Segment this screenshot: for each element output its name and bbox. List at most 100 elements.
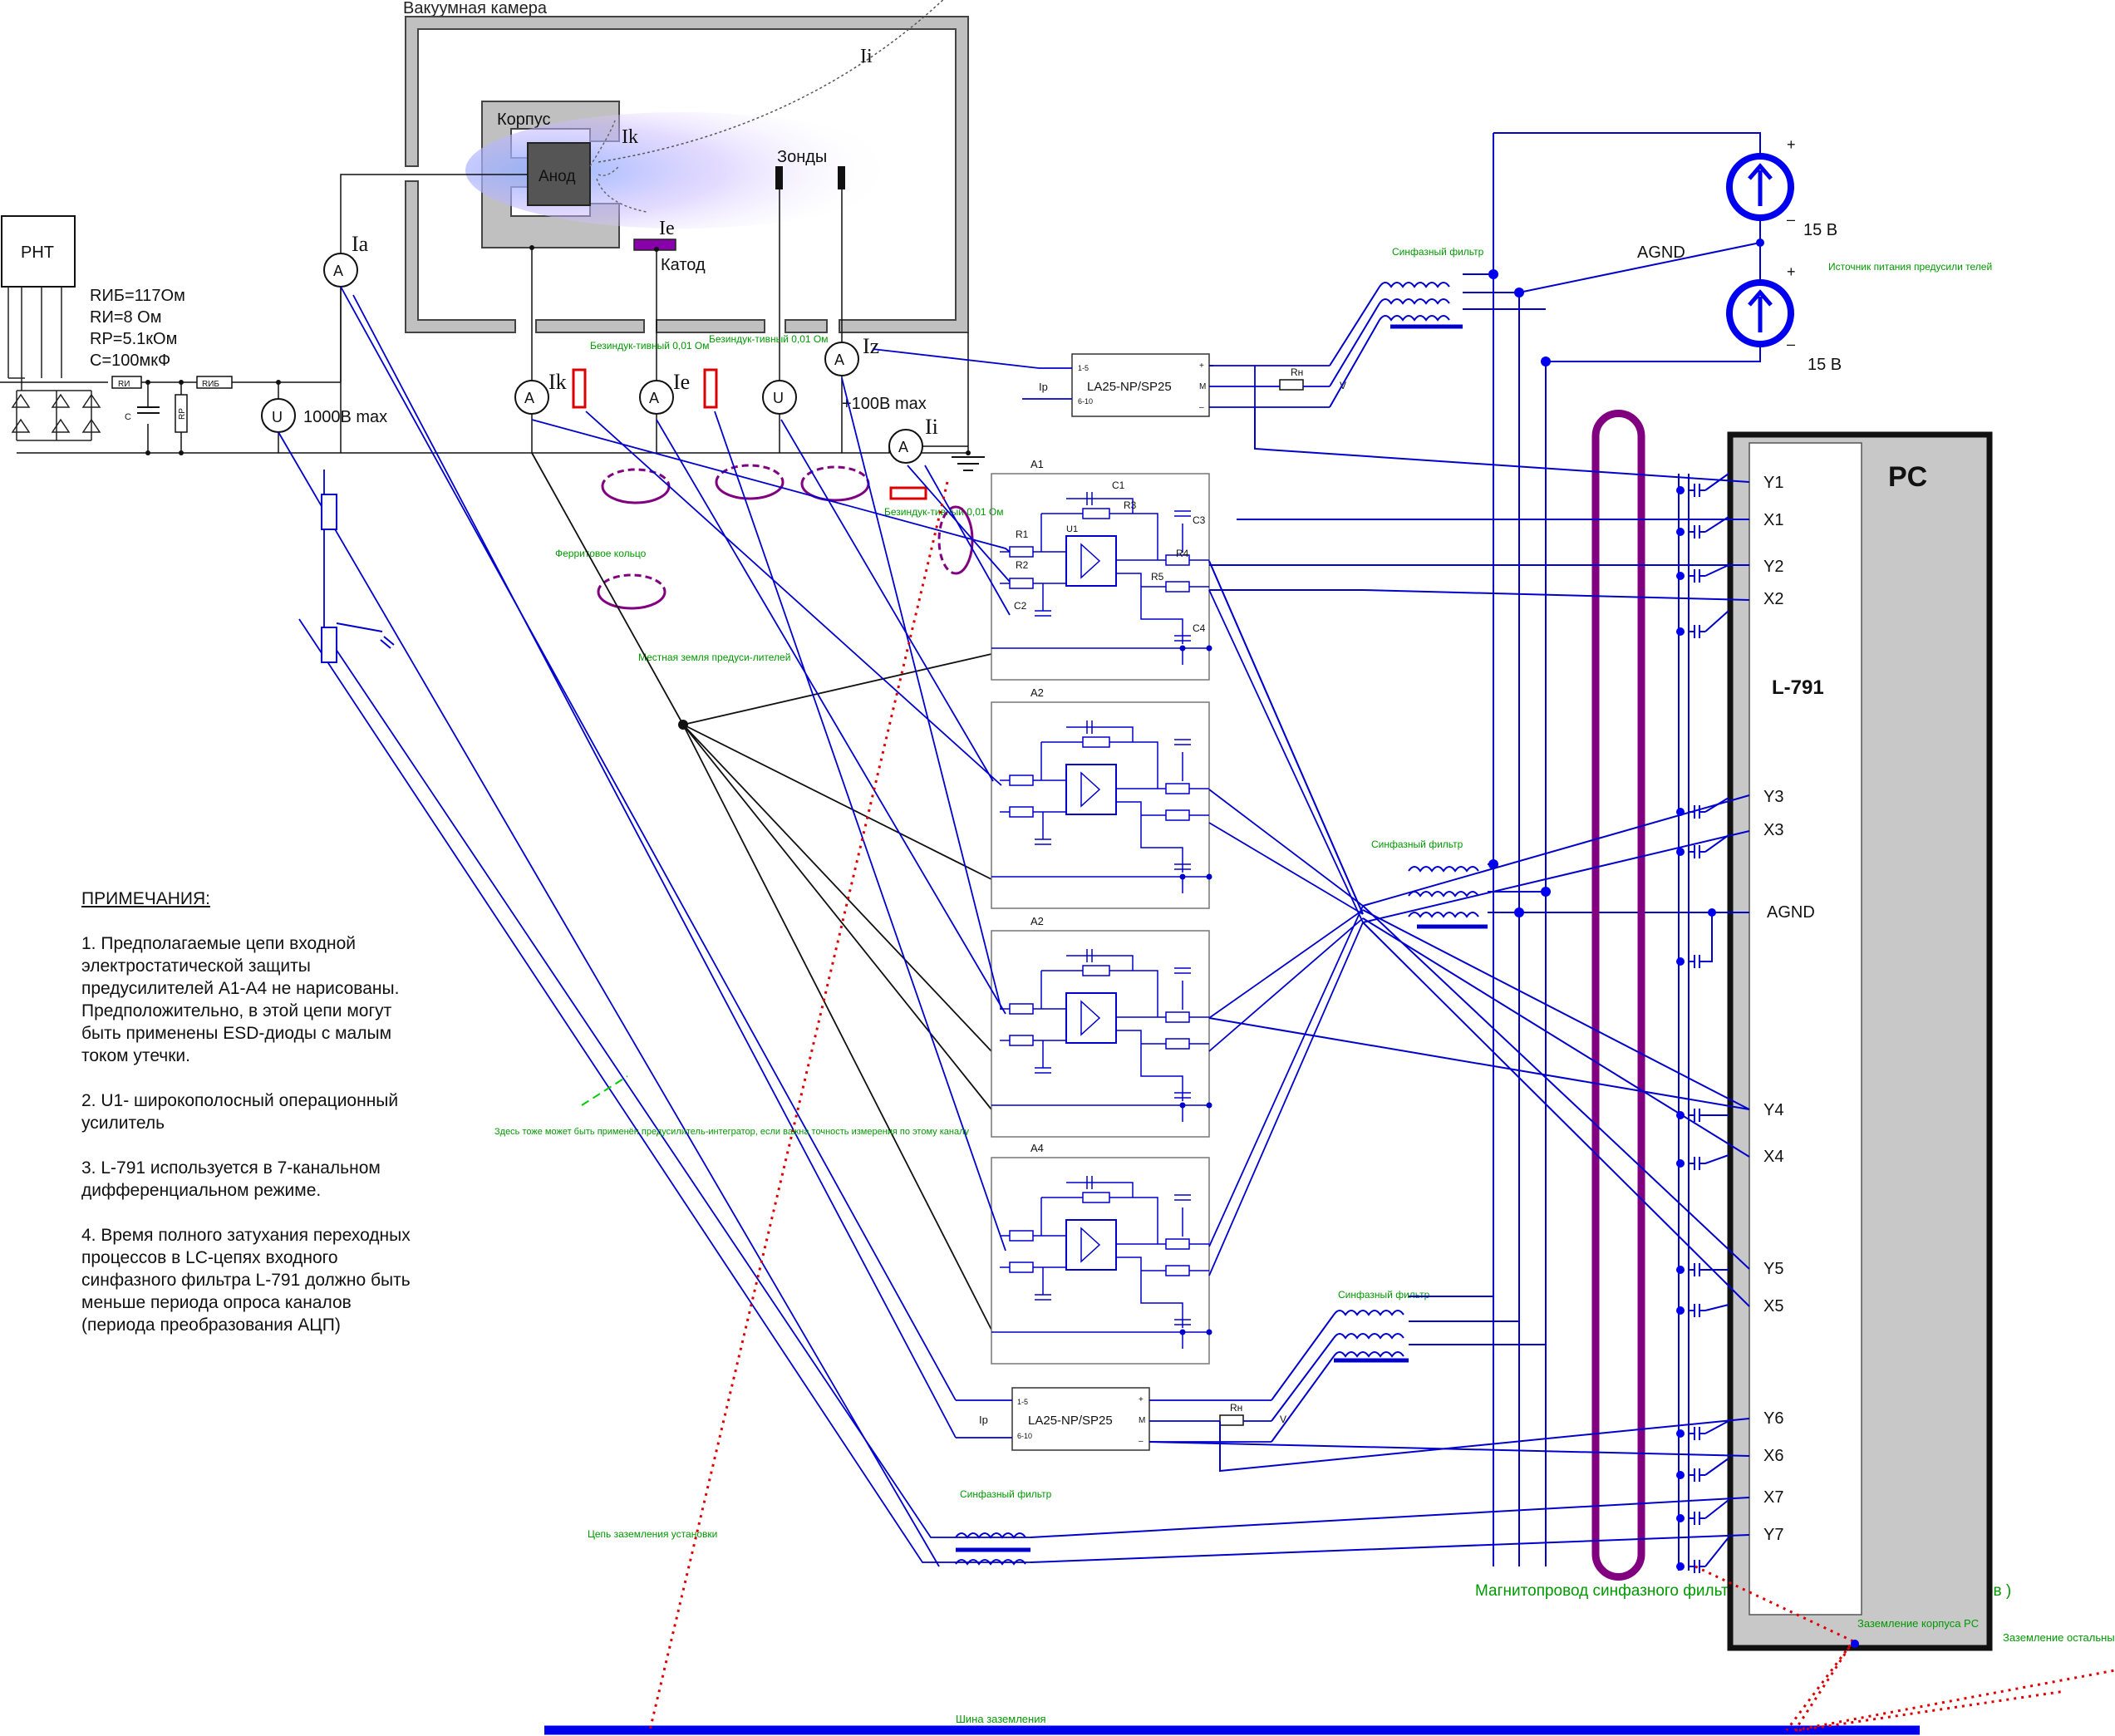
pc-title: PC [1888, 461, 1927, 493]
l791-panel [1749, 442, 1862, 1616]
svg-text:+: + [1787, 136, 1796, 153]
r1-label: R1 [1016, 529, 1029, 540]
v2-label: V [1280, 1414, 1286, 1425]
svg-text:–: – [1199, 403, 1204, 412]
ch-x4: X4 [1763, 1148, 1783, 1166]
shunt3-label: Безиндук-тивный 0,01 Ом [884, 506, 1004, 518]
voltmeter-u: U [272, 409, 283, 425]
ch-x6: X6 [1763, 1447, 1783, 1465]
cathode-label: Катод [661, 256, 706, 274]
preamp-a1 [991, 473, 1213, 681]
supply-source-1 [1726, 153, 1794, 221]
svg-text:Ip: Ip [979, 1414, 988, 1426]
ch-y3: Y3 [1763, 788, 1783, 806]
ground-install-label: Цепь заземления установки [588, 1528, 717, 1540]
c3-label: C3 [1193, 514, 1206, 526]
ground-bus-label: Шина заземления [956, 1713, 1046, 1725]
svg-text:A: A [898, 439, 908, 455]
magnetic-core [1591, 410, 1645, 1581]
sensor1-model: LA25-NP/SP25 [1087, 380, 1172, 394]
probes-label: Зонды [777, 148, 827, 166]
param-ri: RИ=8 Ом [90, 308, 161, 327]
ik-chamber-label: Ik [622, 126, 638, 148]
svg-text:1-5: 1-5 [1017, 1398, 1028, 1406]
notes-header: ПРИМЕЧАНИЯ: [81, 889, 210, 908]
c4-label: C4 [1193, 622, 1206, 634]
c1-label: C1 [1112, 479, 1125, 491]
ie-meter: A [639, 380, 674, 415]
param-rib: RИБ=117Ом [90, 287, 185, 305]
plus100-label: +100В max [842, 395, 927, 413]
supply-source-2 [1726, 279, 1794, 347]
svg-text:–: – [1787, 211, 1795, 228]
ch-y7: Y7 [1763, 1526, 1783, 1544]
l791-title: L-791 [1772, 676, 1824, 699]
chamber-wall-top [405, 16, 969, 333]
svg-text:6-10: 6-10 [1017, 1432, 1032, 1440]
ii-meter: A [888, 429, 923, 464]
param-c: C=100мкФ [90, 352, 170, 370]
svg-text:–: – [1139, 1437, 1144, 1446]
pht-box [1, 215, 76, 288]
ch-x1: X1 [1763, 511, 1783, 529]
r4-label: R4 [1176, 548, 1189, 559]
supply-label: Источник питания предусили телей [1828, 261, 1992, 273]
ia-meter-a: A [333, 263, 343, 279]
note-2: 2. U1- широкополосный операционный усили… [81, 1091, 399, 1133]
a4-label: A4 [1030, 1142, 1044, 1154]
supply-agnd: AGND [1637, 243, 1685, 262]
ferrite-label: Ферритовое кольцо [555, 548, 647, 559]
ia-label: Ia [352, 232, 369, 256]
pht-label: РНТ [21, 243, 54, 262]
svg-text:A: A [834, 352, 844, 368]
ie-label: Ie [673, 370, 690, 394]
ch-x5: X5 [1763, 1297, 1783, 1316]
housing-label: Корпус [497, 111, 551, 129]
ii-label: Ii [925, 415, 938, 439]
note-3: 3. L-791 используется в 7-канальном дифф… [81, 1158, 381, 1200]
sensor2-model: LA25-NP/SP25 [1028, 1414, 1113, 1428]
ch-agnd: AGND [1767, 903, 1815, 922]
chamber-title: Вакуумная камера [403, 0, 548, 17]
svg-text:+: + [1787, 263, 1796, 280]
svg-text:A: A [524, 390, 534, 406]
shunt2-label: Безиндук-тивный 0,01 Ом [709, 333, 829, 345]
a1-label: A1 [1030, 458, 1044, 470]
a2-label: A2 [1030, 686, 1044, 699]
svg-text:A: A [649, 390, 659, 406]
svg-text:+: + [1139, 1395, 1144, 1404]
ii-chamber-label: Ii [860, 46, 873, 67]
local-ground-label: Местная земля предуси-лителей [638, 652, 790, 663]
voltage-label: 1000В max [303, 408, 387, 426]
channel-caps [1688, 483, 1706, 1574]
probe-voltmeter: U [762, 380, 797, 415]
cm-filter-bottom: Синфазный фильтр [955, 1488, 1052, 1565]
a3-label: A2 [1030, 915, 1044, 927]
note-4: 4. Время полного затухания переходных пр… [81, 1226, 411, 1335]
ik-meter: A [514, 380, 549, 415]
svg-text:–: – [1787, 336, 1795, 352]
svg-text:Синфазный фильтр: Синфазный фильтр [960, 1488, 1052, 1500]
svg-text:Синфазный фильтр: Синфазный фильтр [1338, 1289, 1430, 1301]
ch-x3: X3 [1763, 821, 1783, 839]
cm-filter-low: Синфазный фильтр [1333, 1289, 1430, 1363]
r5-label: R5 [1151, 571, 1164, 583]
r3-label: R3 [1124, 499, 1137, 511]
anode-label: Анод [539, 168, 575, 185]
svg-text:Синфазный фильтр: Синфазный фильтр [1392, 246, 1484, 258]
rn2-label: Rн [1230, 1402, 1242, 1414]
svg-text:1-5: 1-5 [1078, 364, 1089, 372]
ik-label: Ik [548, 370, 567, 394]
supply-v1: 15 В [1803, 221, 1837, 239]
integrator-note: Здесь тоже может быть применён предусили… [494, 1127, 969, 1137]
ch-x2: X2 [1763, 590, 1783, 608]
svg-text:M: M [1139, 1416, 1145, 1425]
preamp-a4 [991, 1157, 1213, 1365]
cm-filter-top: Синфазный фильтр [1379, 246, 1484, 329]
iz-label: Iz [863, 334, 879, 358]
ch-y1: Y1 [1763, 474, 1783, 492]
current-sensor-1: LA25-NP/SP25 1-5 6-10 + M – Ip [1039, 353, 1210, 417]
rn1-label: Rн [1291, 366, 1303, 378]
cm-filter-mid: Синфазный фильтр [1371, 838, 1488, 929]
